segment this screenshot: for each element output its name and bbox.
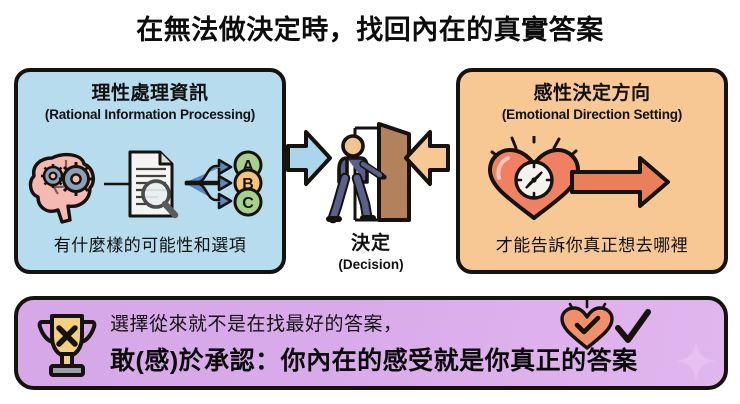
option-circle-c: C	[233, 187, 263, 217]
sparkle-icon	[676, 341, 716, 381]
trophy-x-icon	[37, 314, 97, 377]
arrow-left-peach-wrap	[404, 128, 450, 193]
svg-text:C: C	[242, 195, 254, 212]
checkmark-icon	[615, 309, 651, 343]
right-panel-heading-zh: 感性決定方向	[533, 83, 651, 104]
banner-line-2: 敢(感)於承認：你內在的感受就是你真正的答案	[110, 347, 638, 375]
left-panel-header: 理性處理資訊 (Rational Information Processing)	[18, 72, 282, 124]
svg-text:B: B	[242, 176, 254, 193]
right-arrow-icon	[570, 156, 670, 208]
page-title: 在無法做決定時，找回內在的真實答案	[136, 15, 604, 45]
right-panel-heading-en: (Emotional Direction Setting)	[501, 107, 683, 122]
left-panel-heading-zh: 理性處理資訊	[91, 83, 209, 104]
arrow-right-blue-icon	[286, 130, 332, 186]
sparkle-slot	[674, 339, 718, 386]
decision-stage: 決定 (Decision)	[286, 68, 456, 288]
decision-label-zh: 決定	[350, 233, 391, 254]
trophy-slot	[34, 310, 100, 386]
decision-label: 決定 (Decision)	[286, 232, 456, 273]
brain-gears-icon	[28, 152, 96, 224]
emotional-direction-diagram	[488, 136, 670, 220]
person-walking-through-door-icon	[326, 122, 411, 224]
right-panel-header: 感性決定方向 (Emotional Direction Setting)	[460, 72, 724, 124]
right-panel-artwork	[460, 136, 724, 226]
decision-label-en: (Decision)	[338, 257, 404, 272]
left-panel-footer: 有什麼樣的可能性和選項	[53, 236, 247, 255]
heart-check-icon	[560, 300, 651, 350]
arrow-left-peach-icon	[404, 130, 450, 186]
panel-rational: 理性處理資訊 (Rational Information Processing)	[14, 68, 286, 274]
heart-compass-icon	[488, 148, 580, 220]
panel-emotional: 感性決定方向 (Emotional Direction Setting)	[456, 68, 728, 274]
right-panel-footer: 才能告訴你真正想去哪裡	[495, 236, 689, 255]
branching-arrows-icon	[184, 158, 233, 210]
left-panel-artwork: A B C	[18, 136, 282, 226]
door-wrap	[323, 120, 419, 235]
left-panel-heading-en: (Rational Information Processing)	[44, 107, 256, 122]
document-magnifier-icon	[128, 150, 179, 219]
banner-line-1: 選擇從來就不是在找最好的答案，	[110, 314, 403, 335]
conclusion-banner: 選擇從來就不是在找最好的答案， 敢(感)於承認：你內在的感受就是你真正的答案	[14, 296, 728, 390]
rational-process-diagram: A B C	[28, 150, 263, 224]
banner-text: 選擇從來就不是在找最好的答案， 敢(感)於承認：你內在的感受就是你真正的答案	[110, 308, 720, 380]
arrow-right-blue-wrap	[286, 128, 332, 193]
heart-check-slot	[556, 300, 660, 359]
